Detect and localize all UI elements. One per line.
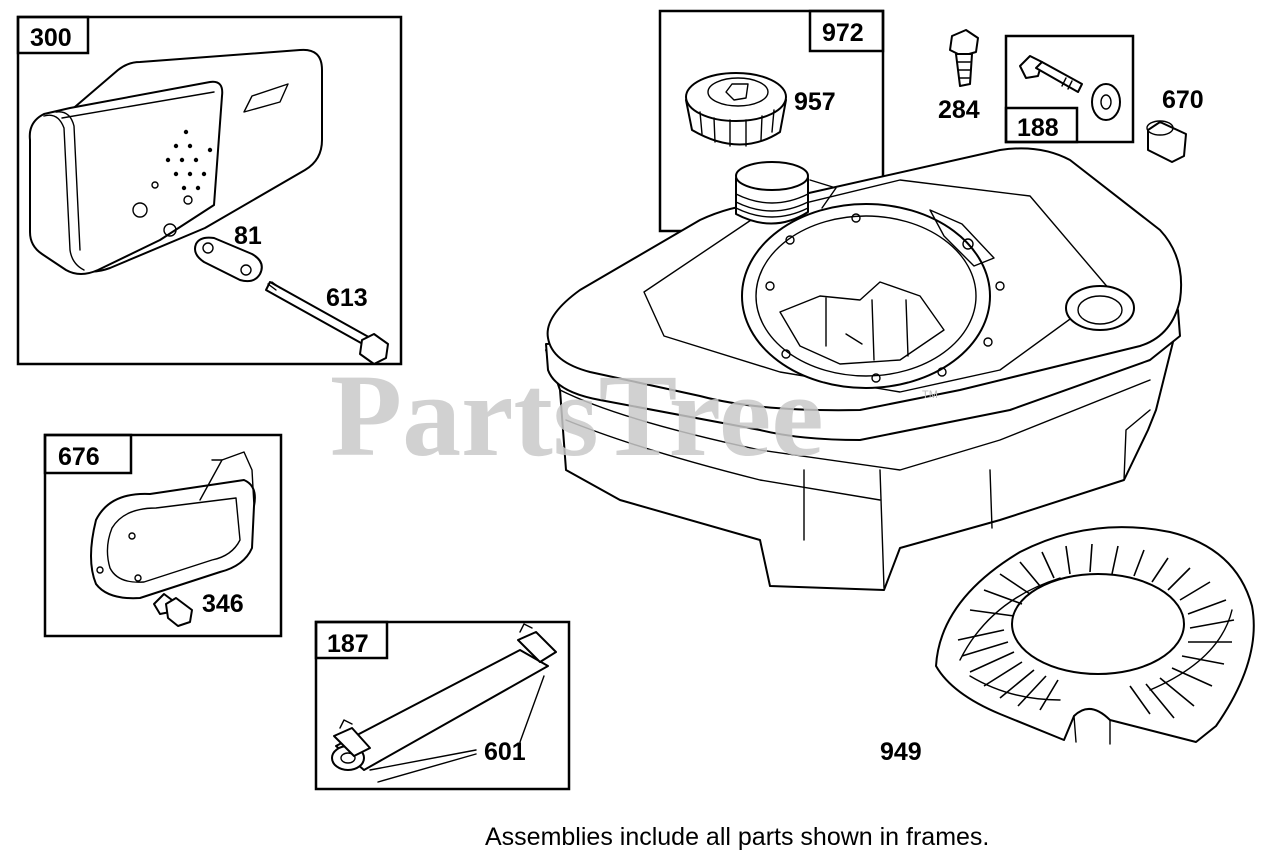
hose-clamp-leaders [369, 675, 545, 783]
screw-188-part[interactable] [1019, 55, 1121, 121]
part-label-949: 949 [880, 738, 922, 766]
screw-assembly-frame[interactable]: 188 [1004, 34, 1135, 144]
muffler-assembly-frame[interactable]: 300 [16, 15, 403, 366]
muffler-guard-assembly-frame[interactable]: 676 [43, 433, 283, 638]
part-label-601: 601 [484, 738, 526, 766]
fuel-line-assembly-frame[interactable]: 187 [314, 620, 571, 791]
muffler-guard-part[interactable] [90, 451, 256, 600]
part-label-284: 284 [938, 96, 980, 124]
frame-label-188: 188 [1017, 114, 1059, 142]
part-label-346: 346 [202, 590, 244, 618]
part-label-613: 613 [326, 284, 368, 312]
watermark-text: PartsTree [330, 350, 824, 481]
frame-label-187: 187 [327, 630, 369, 658]
muffler-part[interactable] [28, 48, 323, 275]
guard-screw-part[interactable] [153, 593, 193, 627]
muffler-gasket-part[interactable] [194, 236, 263, 283]
frame-label-300: 300 [30, 24, 72, 52]
screw-284-part[interactable] [949, 29, 979, 87]
muffler-screw-part[interactable] [265, 281, 389, 365]
watermark-trademark: TM [922, 389, 938, 401]
part-label-957: 957 [794, 88, 836, 116]
footer-note: Assemblies include all parts shown in fr… [485, 823, 989, 851]
spacer-part[interactable] [1146, 120, 1187, 163]
fuel-cap-part[interactable] [685, 72, 787, 147]
frame-label-676: 676 [58, 443, 100, 471]
part-label-670: 670 [1162, 86, 1204, 114]
frame-label-972: 972 [822, 19, 864, 47]
fuel-tank-part[interactable] [545, 147, 1183, 591]
fuel-line-part[interactable] [331, 623, 557, 771]
blower-housing-part[interactable] [935, 526, 1255, 745]
watermark: PartsTree TM [330, 350, 938, 481]
part-label-81: 81 [234, 222, 262, 250]
